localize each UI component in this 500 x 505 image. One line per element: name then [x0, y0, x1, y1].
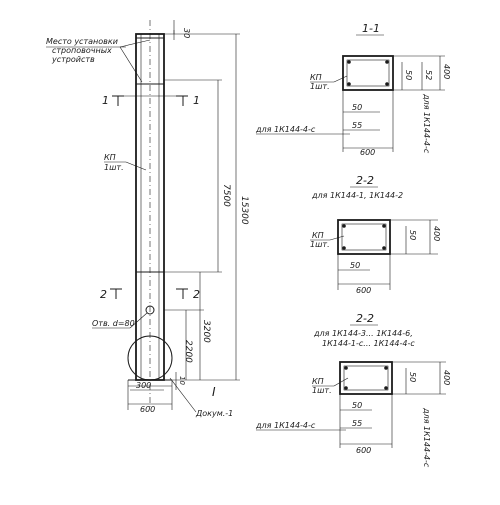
section-inner — [343, 365, 389, 391]
section-outline — [339, 361, 393, 395]
dim-400: 400 — [442, 370, 451, 385]
dim-600: 600 — [356, 286, 371, 295]
section-title: 1-1 — [362, 22, 380, 35]
kp-label: КП — [104, 153, 116, 162]
dim-50: 50 — [350, 261, 360, 270]
section-title: 2-2 — [356, 174, 374, 187]
lifting-note-line-1: Место установки — [46, 37, 118, 46]
section-note: для 1К144-4-с — [255, 125, 316, 134]
dim-600: 600 — [356, 446, 371, 455]
leader-line — [329, 235, 345, 241]
hole-d80 — [145, 305, 155, 315]
vertical-dimensions: 30 7500 15300 3200 2200 10 — [164, 20, 249, 390]
cut-mark-2-right: 2 — [193, 288, 200, 301]
lifting-note: Место установки строповочных устройств — [46, 37, 151, 83]
dim-50: 50 — [408, 372, 417, 382]
dim-50: 50 — [352, 401, 362, 410]
rebar-dot — [344, 386, 348, 390]
rebar-dot — [347, 82, 351, 86]
hole-label: Отв. d=80 — [92, 319, 135, 328]
leader-line — [333, 377, 349, 387]
dim-50: 50 — [408, 230, 417, 240]
dim-400: 400 — [442, 64, 451, 79]
rebar-dot — [385, 82, 389, 86]
section-outline — [337, 219, 391, 255]
leader-line — [169, 377, 197, 413]
rebar-dot — [342, 224, 346, 228]
doc-mark: I — [212, 385, 216, 399]
section-inner — [341, 223, 387, 251]
rebar-dot — [342, 246, 346, 250]
dim-55: 55 — [352, 121, 362, 130]
dim-2200: 2200 — [183, 340, 193, 363]
rebar-dot — [347, 60, 351, 64]
rebar-dot — [382, 246, 386, 250]
dim-15300: 15300 — [239, 196, 249, 225]
kp-sub: 1шт. — [104, 163, 124, 172]
section-1-1: 1-1 КП 1шт. 50 55 для 1К144-4-с 600 50 5… — [255, 22, 451, 157]
section-title: 2-2 — [356, 312, 374, 325]
column-elevation — [127, 20, 173, 410]
kp-label: КП — [310, 73, 322, 82]
horizontal-dimensions: 300 600 — [127, 380, 173, 414]
section-2-2-b: 2-2 для 1К144-3... 1К144-6, 1К144-1-с...… — [255, 312, 451, 468]
dim-50: 50 — [404, 70, 413, 80]
section-inner — [346, 59, 390, 87]
dim-600: 600 — [360, 148, 375, 157]
section-outline — [342, 55, 394, 91]
cut-mark-1-right: 1 — [193, 94, 200, 107]
doc-ref: Докум.-1 — [195, 409, 233, 418]
rebar-dot — [384, 386, 388, 390]
leader-line — [333, 75, 348, 83]
cut-mark-1-left: 1 — [102, 94, 109, 107]
lifting-note-line-3: устройств — [51, 55, 95, 64]
dim-bottom: 10 — [178, 376, 186, 385]
dim-50: 50 — [352, 103, 362, 112]
rebar-dot — [384, 366, 388, 370]
section-2-2-a: 2-2 для 1К144-1, 1К144-2 КП 1шт. 50 600 … — [310, 174, 441, 295]
section-subtitle: 1К144-1-с... 1К144-4-с — [322, 339, 415, 348]
rebar-dot — [344, 366, 348, 370]
rebar-dot — [385, 60, 389, 64]
section-marks: 1 1 2 2 — [100, 94, 200, 301]
leader-line — [129, 312, 148, 329]
dim-400: 400 — [432, 226, 441, 241]
kp-label: КП — [312, 231, 324, 240]
dim-600: 600 — [140, 405, 155, 414]
leader-line — [119, 39, 151, 48]
kp-label: КП — [312, 377, 324, 386]
section-subtitle: для 1К144-3... 1К144-6, — [313, 329, 413, 338]
dim-52: 52 — [424, 70, 433, 80]
dim-top: 30 — [182, 28, 191, 38]
dim-7500: 7500 — [221, 184, 231, 207]
doc-reference: I Докум.-1 — [169, 377, 233, 418]
kp-sub: 1шт. — [312, 386, 332, 395]
rebar-dot — [382, 224, 386, 228]
dim-300: 300 — [136, 381, 151, 390]
leader-line — [125, 161, 147, 171]
kp-sub: 1шт. — [310, 240, 330, 249]
kp-sub: 1шт. — [310, 82, 330, 91]
section-side-note: для 1К144-4-с — [422, 407, 431, 468]
section-side-note: для 1К144-4-с — [422, 93, 431, 154]
lifting-note-line-2: строповочных — [52, 46, 112, 55]
hole-callout: Отв. d=80 — [92, 312, 148, 329]
kp-callout: КП 1шт. — [104, 153, 147, 172]
section-subtitle: для 1К144-1, 1К144-2 — [311, 191, 403, 200]
cut-mark-2-left: 2 — [100, 288, 107, 301]
section-note: для 1К144-4-с — [255, 421, 316, 430]
dim-3200: 3200 — [201, 320, 211, 343]
leader-line — [119, 46, 143, 83]
dim-55: 55 — [352, 419, 362, 428]
